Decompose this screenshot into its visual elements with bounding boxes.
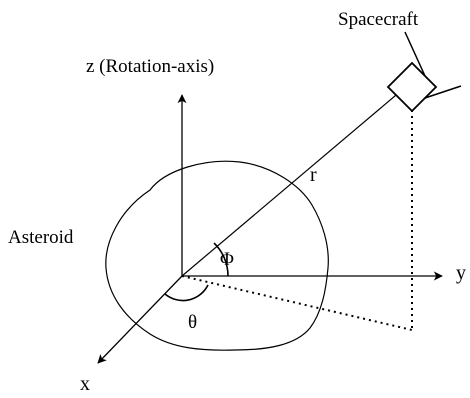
spacecraft-label: Spacecraft [338, 9, 419, 30]
r-vector-line [181, 89, 403, 277]
z-axis-label: z (Rotation-axis) [86, 56, 214, 77]
phi-label: Φ [220, 249, 234, 270]
projection-ground-dotted [181, 275, 413, 331]
spacecraft-icon [386, 31, 462, 113]
asteroid-outline [105, 160, 329, 351]
theta-label: θ [188, 312, 197, 333]
asteroid-label: Asteroid [8, 227, 74, 248]
phi-angle-arc [213, 242, 229, 277]
r-label: r [310, 164, 317, 186]
x-axis-label: x [80, 373, 90, 395]
y-axis-label: y [456, 262, 466, 284]
x-axis-arrow [97, 275, 183, 364]
theta-angle-arc [164, 284, 209, 302]
